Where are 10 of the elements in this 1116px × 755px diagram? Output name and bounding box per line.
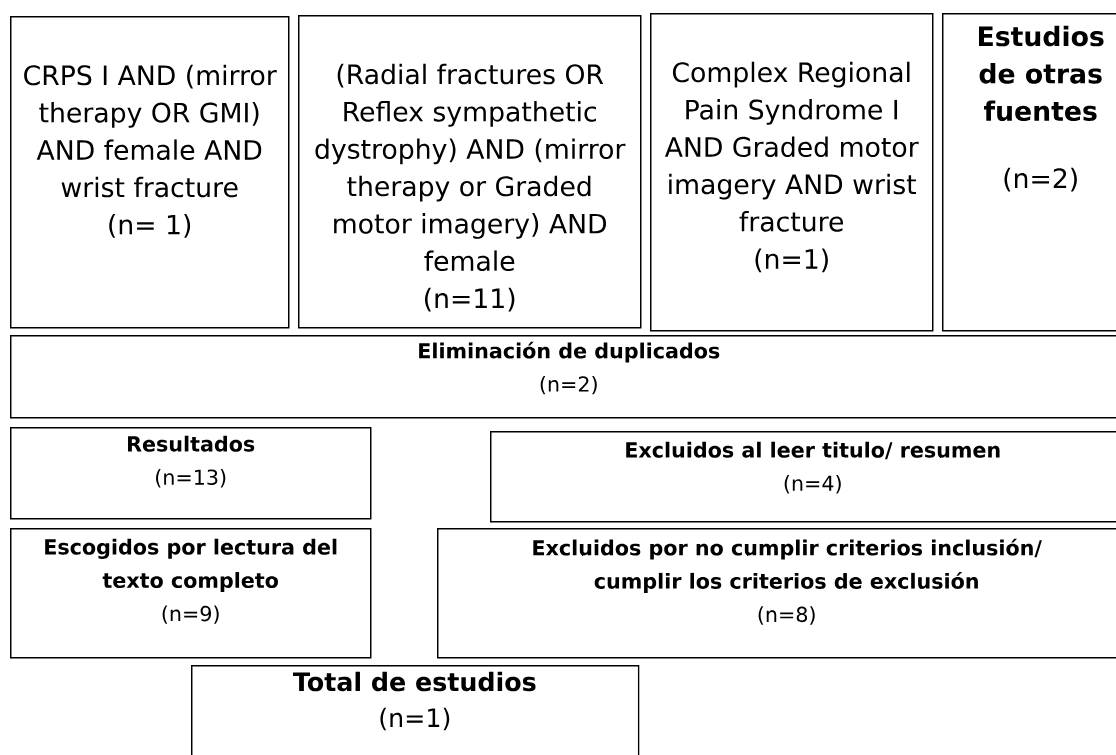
flow-box: CRPS I AND (mirror therapy OR GMI) AND female AND wrist fracture (n= 1) [10, 16, 290, 329]
flow-box: Resultados (n=13) [10, 427, 372, 520]
flow-box: Estudios de otras fuentes (n=2) [942, 13, 1116, 332]
flow-box: Eliminación de duplicados (n=2) [10, 335, 1116, 419]
flow-box: Excluidos al leer titulo/ resumen (n=4) [490, 431, 1116, 523]
flow-box: Total de estudios (n=1) [191, 665, 640, 755]
flow-box: Escogidos por lectura del texto completo (n=9) [10, 528, 372, 659]
flow-box: (Radial fractures OR Reflex sympathetic dystrophy) AND (mirror therapy or Graded motor imagery) AND female (n=11) [298, 15, 642, 329]
flow-box: Complex Regional Pain Syndrome I AND Graded motor imagery AND wrist fracture (n=1) [650, 13, 934, 332]
flow-box: Excluidos por no cumplir criterios inclusión/ cumplir los criterios de exclusión (n=8) [437, 528, 1116, 659]
